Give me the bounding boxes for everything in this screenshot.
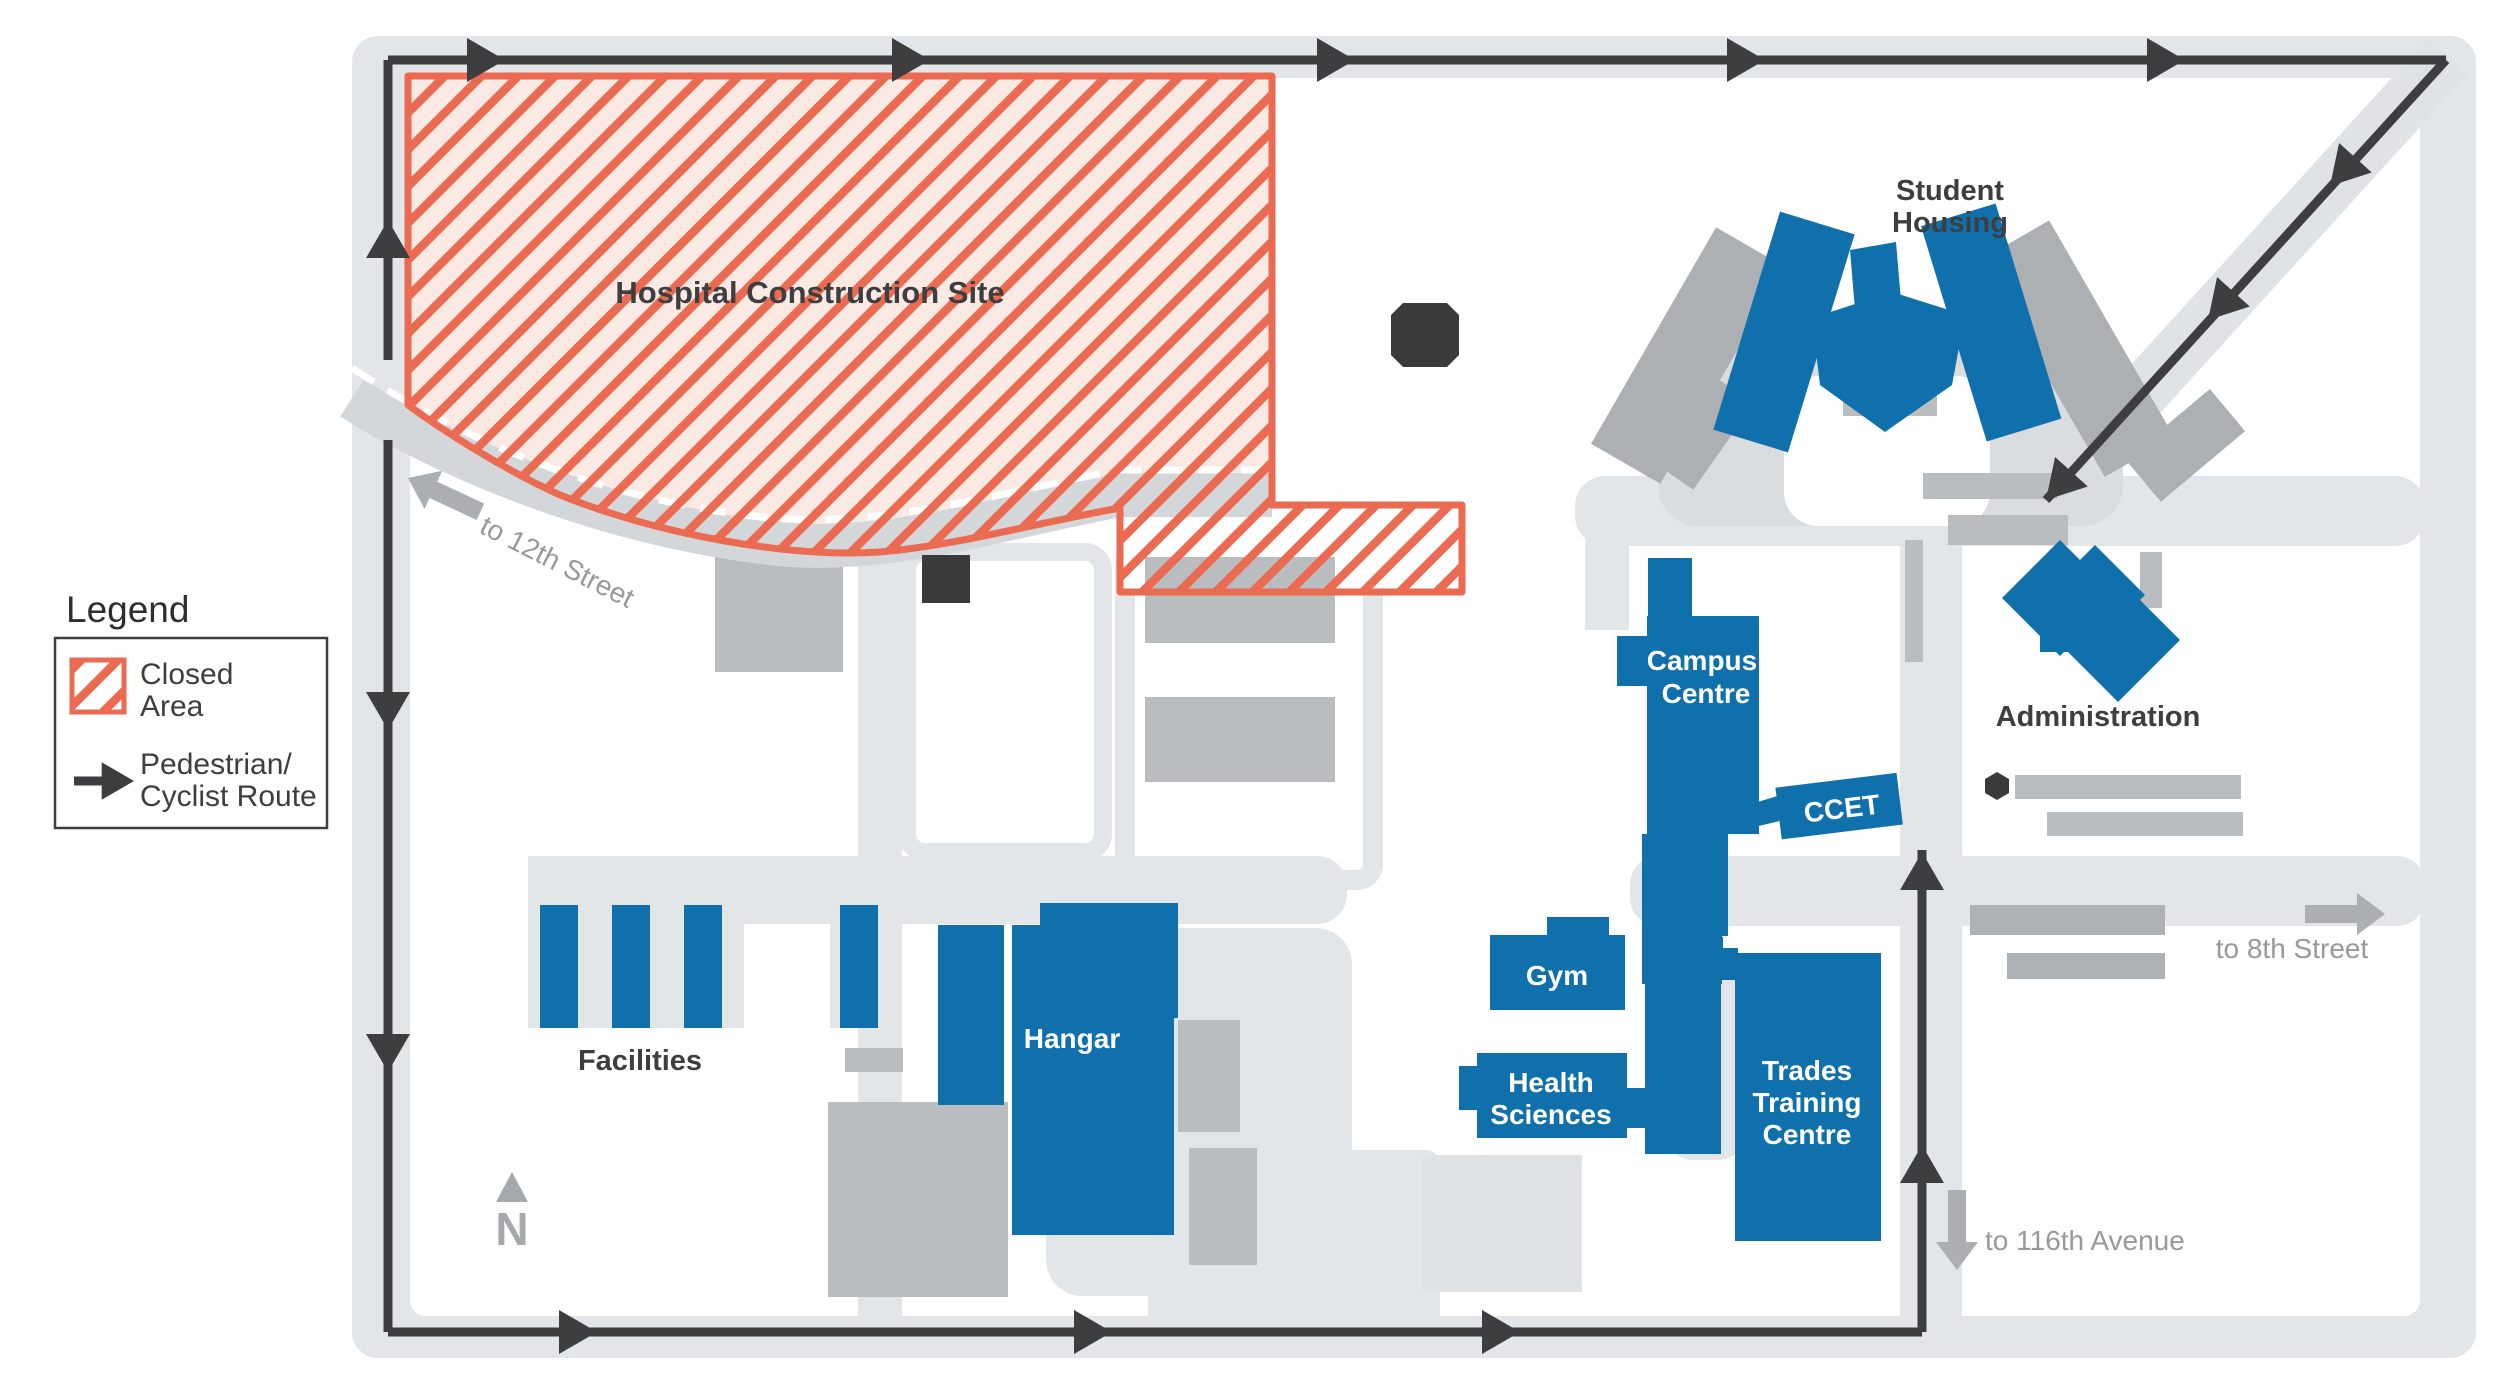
gray-building xyxy=(2047,812,2243,836)
health-sciences-label-1: Health xyxy=(1508,1067,1594,1098)
gray-building xyxy=(828,1102,1008,1297)
legend: Legend Closed Area Pedestrian/ Cyclist R… xyxy=(53,589,329,830)
health-sciences-label-2: Sciences xyxy=(1490,1099,1611,1130)
administration-label: Administration xyxy=(1996,701,2201,733)
compass: N xyxy=(495,1172,529,1255)
legend-closed-area-label-2: Area xyxy=(140,690,204,723)
octagon-marker xyxy=(1391,303,1459,367)
building-ccet xyxy=(1725,772,1903,840)
avenue-corridor xyxy=(1900,546,1962,1316)
hangar-label: Hangar xyxy=(1024,1023,1121,1054)
gray-building xyxy=(2007,953,2165,979)
gray-building xyxy=(2015,775,2241,799)
campus-centre-label-1: Campus xyxy=(1647,645,1757,676)
housing-flank-southeast xyxy=(2125,388,2246,502)
building-health-sciences xyxy=(1459,1053,1647,1138)
gym-label: Gym xyxy=(1526,960,1588,991)
south-light-block xyxy=(1422,1155,1582,1292)
legend-closed-area-swatch xyxy=(69,657,127,715)
campus-centre-label-2: Centre xyxy=(1662,678,1751,709)
block-frame-west xyxy=(898,543,1112,861)
gray-building xyxy=(1970,905,2165,935)
legend-title: Legend xyxy=(66,589,189,630)
street-label-116th: to 116th Avenue xyxy=(1985,1225,2185,1256)
building-facilities xyxy=(540,905,878,1028)
trades-label-1: Trades xyxy=(1762,1055,1852,1086)
trades-label-2: Training xyxy=(1753,1087,1862,1118)
gray-building xyxy=(1948,515,2068,545)
campus-connector-path xyxy=(1585,520,1629,630)
gray-building xyxy=(1178,1020,1240,1132)
facilities-label: Facilities xyxy=(578,1045,702,1077)
closed-area-hatch xyxy=(408,76,1462,592)
trades-label-3: Centre xyxy=(1763,1119,1852,1150)
legend-closed-area-label-1: Closed xyxy=(140,658,233,691)
construction-site-area: Hospital Construction Site xyxy=(340,72,1466,643)
building-hangar xyxy=(938,903,1178,1235)
construction-site-label: Hospital Construction Site xyxy=(615,275,1004,310)
legend-route-swatch xyxy=(74,762,134,800)
hexagon-marker xyxy=(1985,772,2009,800)
blue-buildings xyxy=(540,203,2180,1241)
housing-flank-southwest xyxy=(1617,351,1754,490)
north-arrow-icon xyxy=(496,1172,528,1202)
gray-building xyxy=(1145,697,1335,782)
legend-route-label-2: Cyclist Route xyxy=(140,780,317,813)
gray-building xyxy=(845,1048,903,1072)
gray-building xyxy=(2140,552,2162,608)
square-marker xyxy=(922,555,970,603)
student-housing-label-2: Housing xyxy=(1892,207,2008,239)
gray-building xyxy=(1905,540,1923,662)
student-housing-label-1: Student xyxy=(1896,175,2004,207)
route-diagonal xyxy=(2042,56,2450,504)
gray-building xyxy=(715,557,843,672)
pedestrian-cyclist-route xyxy=(383,55,2450,1337)
south-east-path xyxy=(1630,856,2425,926)
gray-building xyxy=(1189,1148,1257,1265)
north-label: N xyxy=(495,1203,528,1255)
closed-area-border xyxy=(404,72,1466,596)
building-trades-training-centre xyxy=(1680,948,1881,1241)
building-student-housing xyxy=(1713,203,2062,453)
building-gym xyxy=(1490,917,1625,1010)
gray-building xyxy=(1923,473,2057,499)
building-administration xyxy=(2002,540,2180,702)
legend-route-label-1: Pedestrian/ xyxy=(140,748,292,781)
closed-area-swatch-icon xyxy=(69,657,127,715)
street-label-8th: to 8th Street xyxy=(2216,933,2369,964)
building-labels: Student Housing Administration Campus Ce… xyxy=(578,175,2200,1150)
